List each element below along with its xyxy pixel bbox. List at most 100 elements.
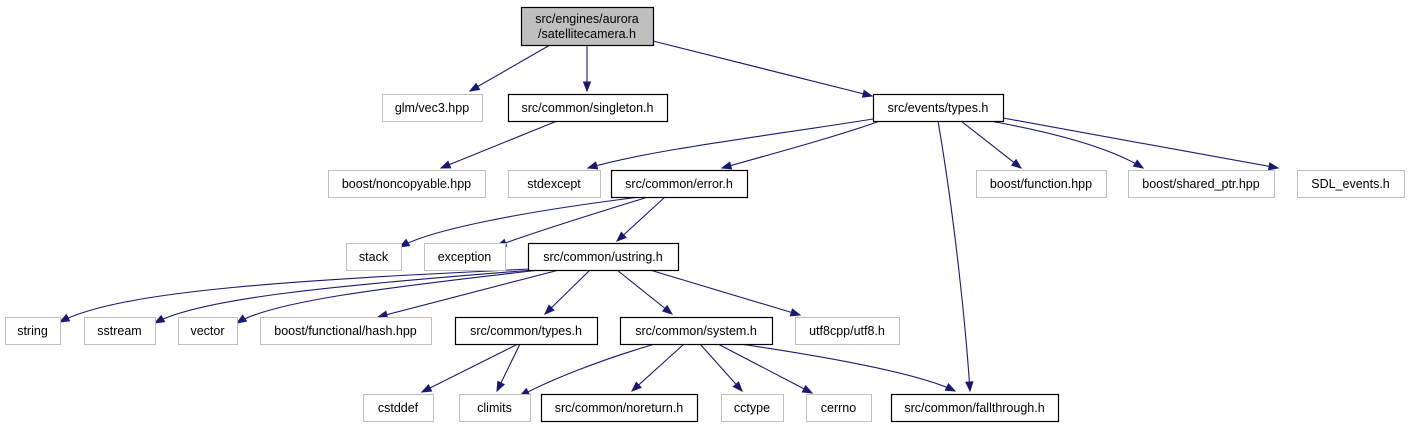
node-label: SDL_events.h <box>1311 177 1390 191</box>
node-error[interactable]: src/common/error.h <box>610 169 749 199</box>
arrowhead-icon <box>1132 159 1145 169</box>
edge-ustring-to-common_types <box>544 269 591 315</box>
node-label: boost/noncopyable.hpp <box>342 177 471 191</box>
arrowhead-icon <box>582 81 592 93</box>
arrowhead-icon <box>630 381 642 392</box>
node-box <box>454 316 599 346</box>
node-exception[interactable]: exception <box>424 243 506 271</box>
edge-line <box>1002 117 1279 169</box>
edge-common_types-to-cstddef <box>420 343 519 393</box>
node-box <box>976 170 1107 198</box>
arrowhead-icon <box>789 308 802 317</box>
edge-line <box>616 269 673 315</box>
node-label: exception <box>438 250 492 264</box>
arrowhead-icon <box>496 380 505 393</box>
arrowhead-icon <box>944 383 957 392</box>
node-box <box>5 317 61 345</box>
edge-line <box>699 343 743 392</box>
node-box <box>84 317 156 345</box>
node-box <box>382 94 483 122</box>
arrowhead-icon <box>661 304 674 315</box>
node-box <box>721 394 784 422</box>
edge-line <box>59 268 531 323</box>
node-function[interactable]: boost/function.hpp <box>976 170 1107 198</box>
node-label: /satellitecamera.h <box>538 27 636 41</box>
node-string[interactable]: string <box>5 317 61 345</box>
arrowhead-icon <box>861 89 874 98</box>
node-vec3[interactable]: glm/vec3.hpp <box>382 94 483 122</box>
node-label: src/engines/aurora <box>535 12 639 26</box>
edge-error-to-ustring <box>615 196 666 242</box>
arrowhead-icon <box>58 313 71 323</box>
node-fallthrough[interactable]: src/common/fallthrough.h <box>890 393 1060 423</box>
edge-line <box>649 269 801 316</box>
node-system[interactable]: src/common/system.h <box>619 316 774 346</box>
node-box <box>527 242 680 272</box>
node-label: boost/shared_ptr.hpp <box>1142 177 1259 191</box>
node-box <box>619 316 774 346</box>
edge-line <box>989 120 1144 169</box>
edge-events_types-to-shared_ptr <box>989 120 1145 169</box>
edge-system-to-fallthrough <box>739 343 957 392</box>
arrowhead-icon <box>965 381 974 393</box>
edge-line <box>544 269 591 315</box>
edge-events_types-to-stdexcept <box>586 118 874 170</box>
node-ustring[interactable]: src/common/ustring.h <box>527 242 680 272</box>
node-cctype[interactable]: cctype <box>721 394 784 422</box>
node-shared-ptr[interactable]: boost/shared_ptr.hpp <box>1128 170 1275 198</box>
edge-line <box>399 196 641 248</box>
edge-line <box>469 44 551 92</box>
node-sstream[interactable]: sstream <box>84 317 156 345</box>
node-stack[interactable]: stack <box>346 243 402 271</box>
node-singleton[interactable]: src/common/singleton.h <box>507 93 669 123</box>
node-root[interactable]: src/engines/aurora/satellitecamera.h <box>520 6 655 47</box>
node-box <box>328 170 486 198</box>
arrowhead-icon <box>468 82 481 92</box>
arrowhead-icon <box>1267 162 1280 171</box>
node-label: src/common/noreturn.h <box>555 401 684 415</box>
edge-ustring-to-system <box>616 269 674 315</box>
edge-ustring-to-hash <box>376 269 560 319</box>
arrowhead-icon <box>235 314 248 324</box>
node-label: sstream <box>97 324 141 338</box>
node-box <box>424 243 506 271</box>
node-utf8[interactable]: utf8cpp/utf8.h <box>795 317 900 345</box>
node-cstddef[interactable]: cstddef <box>363 394 434 422</box>
edge-system-to-cerrno <box>717 343 814 394</box>
arrowhead-icon <box>439 160 452 169</box>
node-hash[interactable]: boost/functional/hash.hpp <box>260 317 432 345</box>
node-box <box>508 170 601 198</box>
edge-line <box>519 343 656 397</box>
node-common-types[interactable]: src/common/types.h <box>454 316 599 346</box>
node-vector[interactable]: vector <box>178 317 238 345</box>
node-box <box>610 169 749 199</box>
node-box <box>1297 170 1405 198</box>
edge-line <box>587 118 874 169</box>
node-label: cstddef <box>378 401 419 415</box>
node-noncopyable[interactable]: boost/noncopyable.hpp <box>328 170 486 198</box>
node-events-types[interactable]: src/events/types.h <box>872 93 1005 123</box>
edge-events_types-to-fallthrough <box>937 120 974 393</box>
node-stdexcept[interactable]: stdexcept <box>508 170 601 198</box>
node-sdl-events[interactable]: SDL_events.h <box>1297 170 1405 198</box>
edge-line <box>721 120 881 169</box>
node-climits[interactable]: climits <box>459 394 531 422</box>
edge-ustring-to-string <box>58 268 531 323</box>
node-label: vector <box>190 324 224 338</box>
arrowhead-icon <box>153 314 166 324</box>
node-label: src/common/singleton.h <box>521 101 653 115</box>
edge-error-to-stack <box>398 196 641 248</box>
edge-root-to-events_types <box>652 40 874 98</box>
arrowhead-icon <box>544 304 555 315</box>
node-box <box>872 93 1005 123</box>
node-label: stack <box>359 250 389 264</box>
node-noreturn[interactable]: src/common/noreturn.h <box>540 393 699 423</box>
node-label: cerrno <box>821 401 856 415</box>
node-box <box>520 6 655 47</box>
edge-line <box>616 196 666 242</box>
edge-singleton-to-noncopyable <box>439 120 558 169</box>
node-label: src/common/types.h <box>470 324 582 338</box>
edge-root-to-vec3 <box>468 44 551 92</box>
node-cerrno[interactable]: cerrno <box>806 394 872 422</box>
